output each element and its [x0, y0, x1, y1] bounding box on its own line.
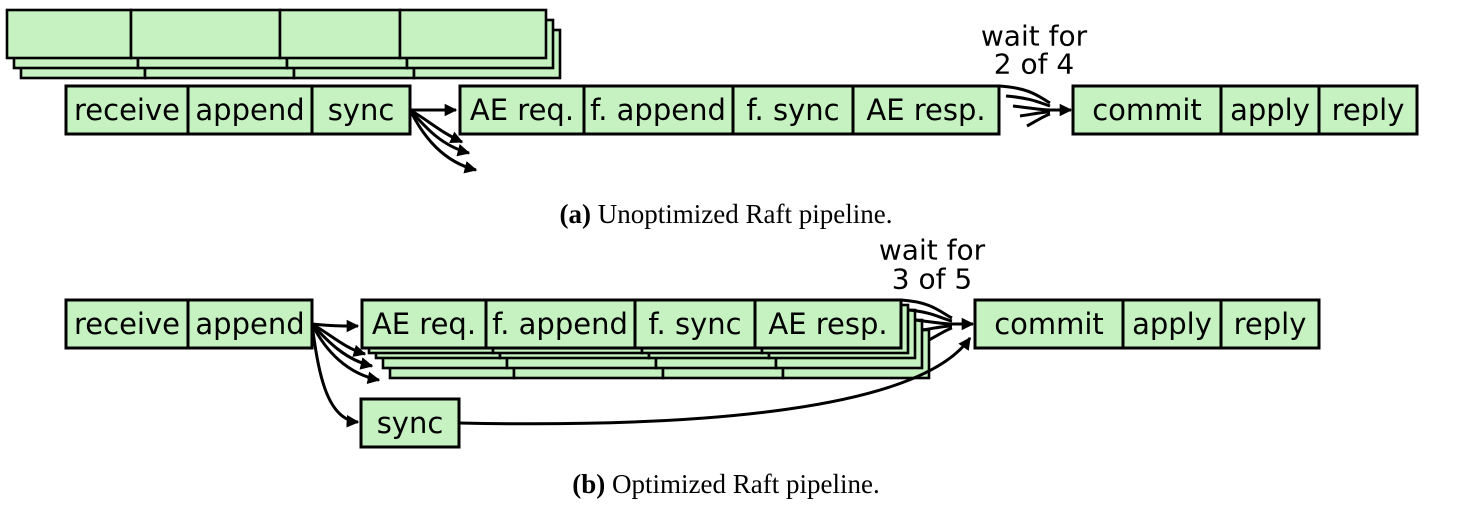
panel-a-merge-arrows [998, 84, 1073, 128]
panel-a-leader-stages: receive append sync [64, 84, 412, 136]
panel-b-commit-stages: commit apply reply [973, 298, 1321, 350]
stage-append: append [195, 93, 304, 127]
stage-ae-request: AE req. [470, 93, 574, 127]
panel-b-merge-arrows [458, 298, 975, 426]
panel-b-sync-stage: sync [359, 397, 461, 449]
stage-receive: receive [74, 307, 180, 341]
stage-apply: apply [1230, 93, 1310, 127]
svg-text:3 of 5: 3 of 5 [892, 263, 972, 296]
panel-a-unoptimized-pipeline: receive append sync AE req. f. append f. [5, 8, 1419, 229]
panel-b-caption: (b) Optimized Raft pipeline. [572, 469, 879, 499]
panel-a-caption: (a) Unoptimized Raft pipeline. [560, 199, 893, 229]
stage-commit: commit [1092, 93, 1202, 127]
stage-sync: sync [328, 93, 395, 127]
stage-follower-append: f. append [492, 307, 628, 341]
svg-text:2 of 4: 2 of 4 [994, 48, 1074, 81]
stage-follower-append: f. append [590, 93, 726, 127]
stage-ae-response: AE resp. [866, 93, 985, 127]
stage-ae-request: AE req. [372, 307, 476, 341]
panel-b-fanout-arrows [310, 319, 381, 428]
panel-a-fanout-arrows [408, 103, 478, 174]
stage-reply: reply [1332, 93, 1405, 127]
stage-reply: reply [1234, 307, 1307, 341]
stage-follower-sync: f. sync [746, 93, 839, 127]
panel-a-wait-note: wait for 2 of 4 [981, 20, 1088, 81]
panel-b-wait-note: wait for 3 of 5 [879, 234, 986, 296]
panel-a-follower-stack [5, 8, 562, 80]
svg-text:wait for: wait for [981, 20, 1088, 53]
stage-follower-sync: f. sync [648, 307, 741, 341]
svg-text:wait for: wait for [879, 234, 986, 267]
panel-b-optimized-pipeline: receive append AE req. f. append f [64, 234, 1321, 499]
stage-receive: receive [74, 93, 180, 127]
panel-b-leader-stages: receive append [64, 298, 314, 350]
panel-a-commit-stages: commit apply reply [1071, 84, 1419, 136]
panel-b-follower-stages: AE req. f. append f. sync AE resp. [360, 298, 903, 350]
stage-apply: apply [1132, 307, 1212, 341]
stage-append: append [195, 307, 304, 341]
panel-a-follower-stages: AE req. f. append f. sync AE resp. [458, 84, 1001, 136]
stage-commit: commit [994, 307, 1104, 341]
stage-ae-response: AE resp. [768, 307, 887, 341]
stage-sync: sync [377, 406, 444, 440]
